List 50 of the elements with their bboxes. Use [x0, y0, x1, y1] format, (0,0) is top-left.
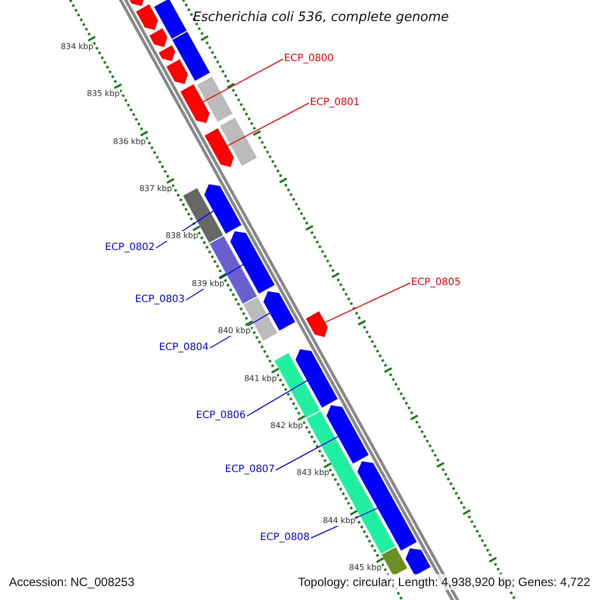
gene-feature-block: [158, 45, 176, 61]
tick-label: 835 kbp: [86, 89, 120, 100]
gene-feature-block: [166, 59, 188, 84]
leader-line: [324, 282, 410, 323]
gene-feature-block: [220, 118, 257, 166]
gene-feature-block: [306, 311, 328, 337]
tick-label: 844 kbp: [322, 516, 356, 526]
leader-line: [202, 58, 284, 102]
gene-label: ECP_0802: [105, 242, 155, 254]
tick-label: 843 kbp: [296, 468, 330, 478]
gene-label: ECP_0801: [310, 97, 360, 109]
gene-label: ECP_0800: [284, 53, 334, 65]
tick-label: 837 kbp: [139, 184, 172, 194]
gene-feature-block: [296, 349, 338, 408]
gene-label: ECP_0808: [260, 532, 310, 544]
tick-label: 836 kbp: [113, 136, 146, 147]
gene-feature-block: [197, 76, 233, 122]
gene-feature-block: [326, 405, 369, 464]
gene-feature-block: [210, 236, 257, 304]
gene-feature-block: [149, 28, 168, 47]
accession-text: Accession: NC_008253: [7, 574, 136, 590]
gene-label: ECP_0804: [159, 342, 209, 354]
tick-label: 845 kbp: [349, 563, 382, 574]
gene-feature-block: [172, 32, 210, 81]
tick-label: 842 kbp: [270, 420, 304, 431]
gene-feature-block: [183, 188, 224, 243]
tick-label: 838 kbp: [166, 231, 198, 242]
gene-feature-block: [357, 461, 417, 551]
leader-line: [276, 436, 338, 470]
tick-label: 840 kbp: [218, 326, 251, 336]
tick-label: 841 kbp: [244, 374, 277, 384]
gene-feature-block: [136, 4, 158, 30]
gene-label: ECP_0806: [196, 410, 246, 422]
leader-line: [246, 380, 308, 416]
gene-feature-block: [230, 231, 275, 294]
genome-stats-text: Topology: circular; Length: 4,938,920 bp; Genes: 4,722: [296, 574, 592, 590]
leader-line: [227, 102, 310, 146]
gene-feature-block: [180, 84, 210, 123]
gene-feature-block: [263, 291, 296, 331]
gene-label: ECP_0803: [135, 294, 185, 306]
gene-feature-block: [154, 0, 187, 39]
gene-feature-block: [406, 548, 431, 576]
gene-label: ECP_0807: [225, 464, 275, 476]
tick-label: 834 kbp: [60, 42, 94, 52]
gene-feature-block: [204, 128, 234, 167]
gene-feature-block: [382, 547, 408, 576]
gene-feature-block: [204, 184, 242, 234]
gene-label: ECP_0805: [411, 277, 461, 289]
map-title: Escherichia coli 536, complete genome: [192, 9, 450, 27]
tick-label: 839 kbp: [192, 278, 224, 289]
